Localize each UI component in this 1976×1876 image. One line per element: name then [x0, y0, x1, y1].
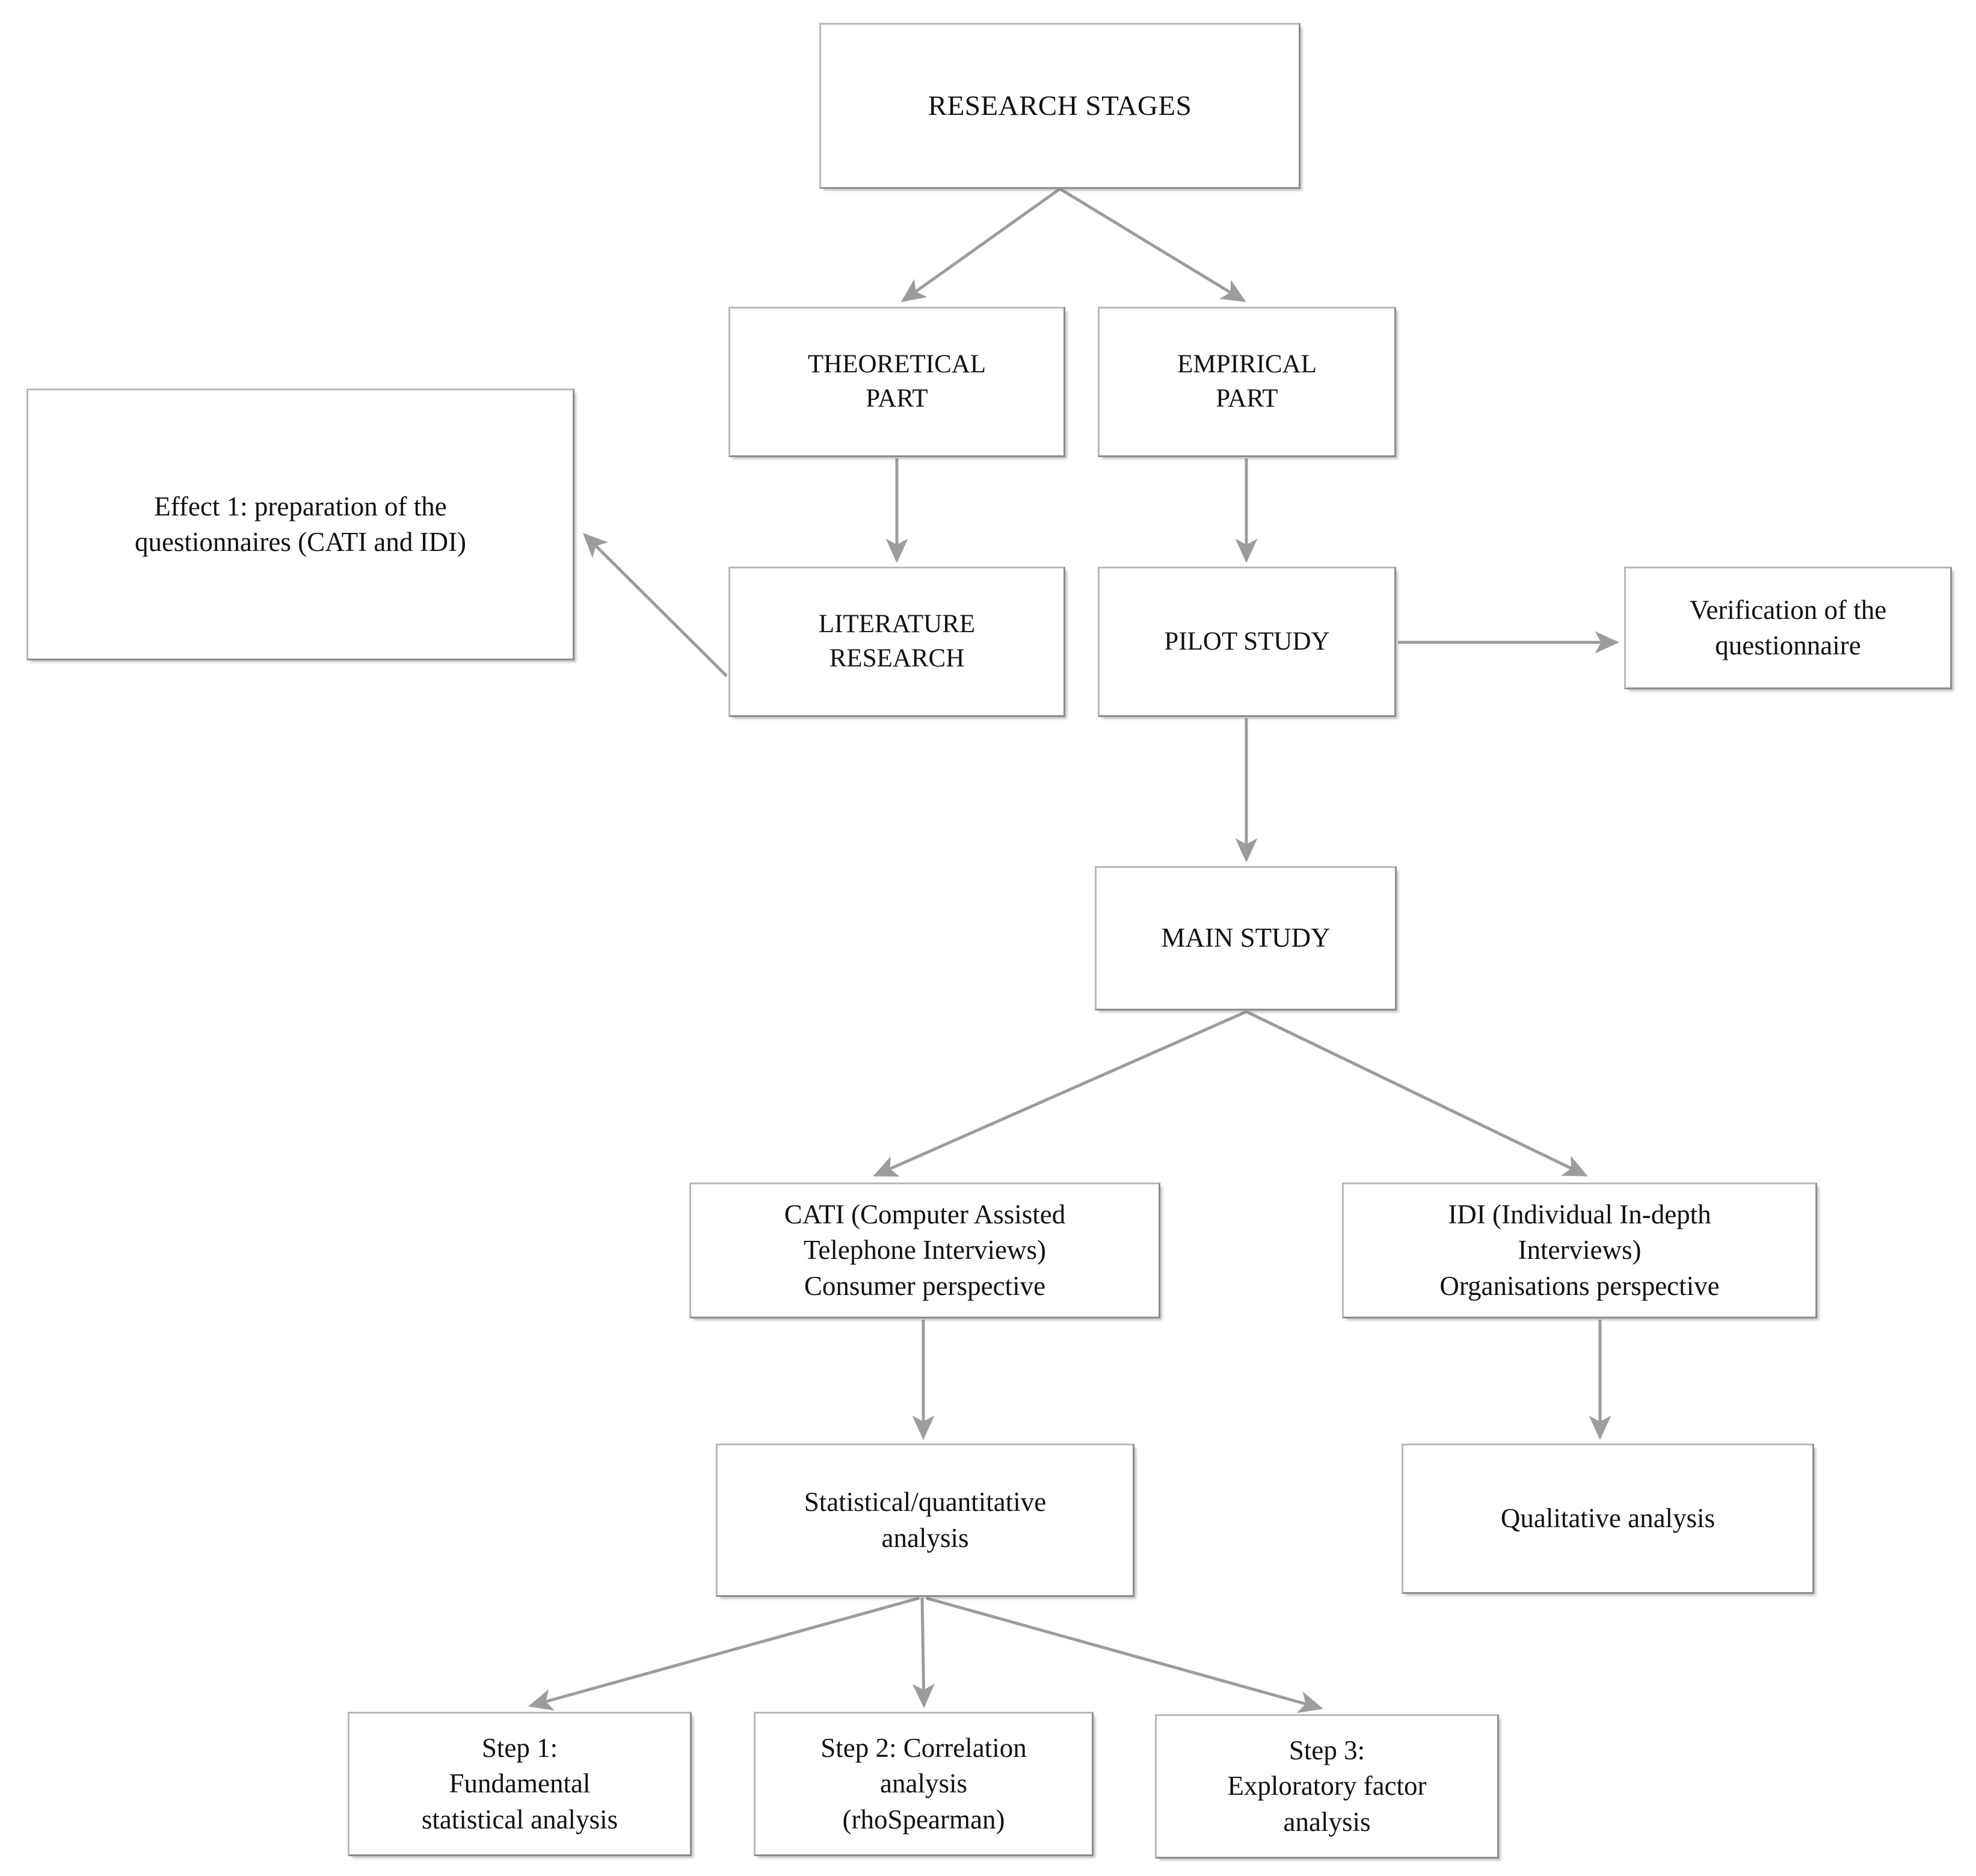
node-statistical-analysis-label: Statistical/quantitative analysis: [804, 1487, 1047, 1553]
node-step-2[interactable]: Step 2: Correlation analysis (rhoSpearma…: [754, 1712, 1094, 1856]
edge-main-study-to-cati: [873, 1010, 1248, 1177]
node-step-2-label: Step 2: Correlation analysis (rhoSpearma…: [820, 1732, 1027, 1834]
node-research-stages-label: RESEARCH STAGES: [928, 90, 1192, 121]
node-empirical-part-label: EMPIRICAL PART: [1177, 350, 1317, 413]
node-theoretical-part-label: THEORETICAL PART: [807, 350, 986, 413]
node-qualitative-analysis[interactable]: Qualitative analysis: [1402, 1444, 1814, 1594]
node-main-study[interactable]: MAIN STUDY: [1095, 866, 1397, 1010]
edge-statistical-to-step1: [528, 1596, 920, 1711]
node-literature-research[interactable]: LITERATURE RESEARCH: [728, 567, 1065, 717]
node-cati-label: CATI (Computer Assisted Telephone Interv…: [784, 1199, 1066, 1301]
node-verification-label: Verification of the questionnaire: [1689, 594, 1887, 660]
node-pilot-study-label: PILOT STUDY: [1164, 627, 1330, 656]
node-research-stages[interactable]: RESEARCH STAGES: [819, 23, 1300, 189]
node-idi-label: IDI (Individual In-depth Interviews) Org…: [1439, 1199, 1720, 1301]
edge-literature-to-effect1: [583, 533, 728, 677]
node-empirical-part[interactable]: EMPIRICAL PART: [1098, 307, 1396, 457]
edge-main-study-to-idi: [1245, 1010, 1588, 1177]
node-effect-1[interactable]: Effect 1: preparation of the questionnai…: [26, 389, 574, 660]
node-step-3[interactable]: Step 3: Exploratory factor analysis: [1155, 1714, 1499, 1859]
node-main-study-label: MAIN STUDY: [1161, 923, 1331, 953]
node-verification-of-questionnaire[interactable]: Verification of the questionnaire: [1624, 567, 1952, 689]
node-step-3-label: Step 3: Exploratory factor analysis: [1227, 1735, 1427, 1837]
node-step-1[interactable]: Step 1: Fundamental statistical analysis: [348, 1712, 692, 1856]
node-qualitative-analysis-label: Qualitative analysis: [1500, 1503, 1716, 1534]
node-statistical-analysis[interactable]: Statistical/quantitative analysis: [716, 1444, 1134, 1597]
node-pilot-study[interactable]: PILOT STUDY: [1098, 567, 1396, 717]
node-effect-1-label: Effect 1: preparation of the questionnai…: [134, 491, 467, 557]
node-literature-research-label: LITERATURE RESEARCH: [818, 610, 976, 672]
node-cati[interactable]: CATI (Computer Assisted Telephone Interv…: [689, 1182, 1160, 1318]
node-step-1-label: Step 1: Fundamental statistical analysis: [421, 1732, 618, 1834]
node-theoretical-part[interactable]: THEORETICAL PART: [728, 307, 1065, 457]
node-idi[interactable]: IDI (Individual In-depth Interviews) Org…: [1342, 1182, 1817, 1318]
edge-research-to-theoretical: [900, 187, 1061, 303]
edge-statistical-to-step3: [926, 1596, 1323, 1714]
edge-statistical-to-step2: [912, 1598, 935, 1708]
edge-research-to-empirical: [1059, 187, 1246, 303]
